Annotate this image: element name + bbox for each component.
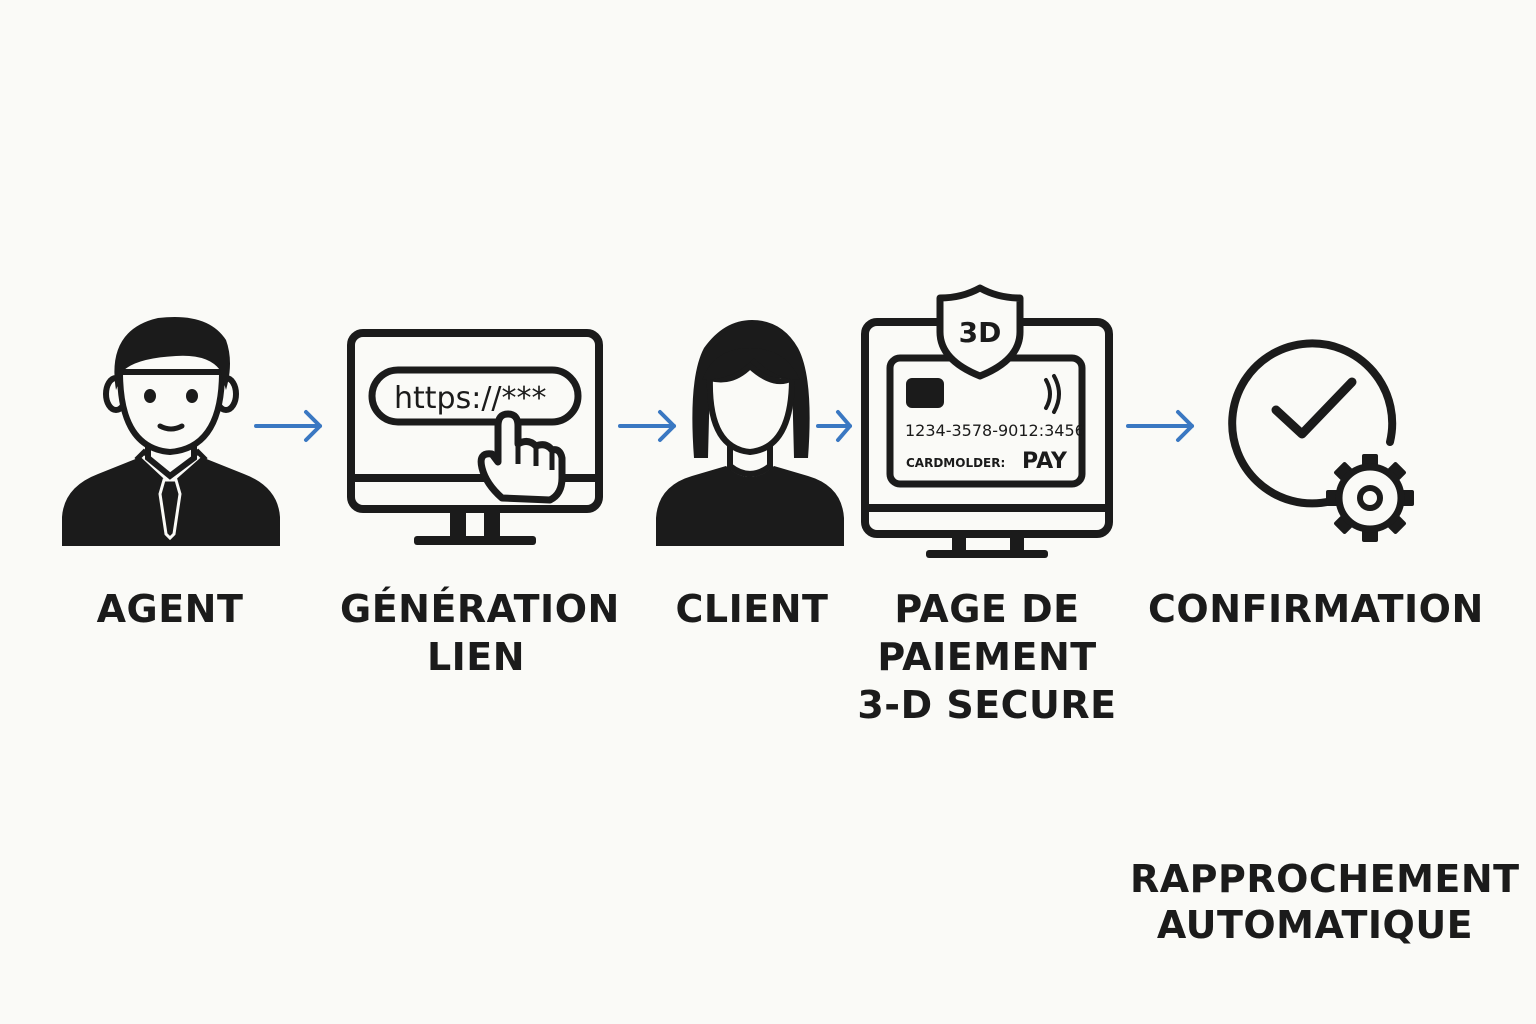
payment-page-icon: 1234-3578-9012:3456 CARDMOLDER: PAY 3D — [861, 284, 1113, 558]
arrow-right-icon — [816, 410, 852, 442]
client-icon — [656, 320, 844, 546]
step-label-page-paiement: PAGE DE PAIEMENT 3-D SECURE — [857, 587, 1117, 727]
step-label-confirmation: CONFIRMATION — [1148, 587, 1484, 631]
gear-icon — [1326, 454, 1414, 542]
step-label-agent: AGENT — [96, 587, 244, 631]
url-text: https://*** — [394, 381, 547, 416]
monitor-link-icon: https://*** — [347, 329, 603, 545]
arrow-right-icon — [618, 410, 676, 442]
step-label-generation-lien: GÉNÉRATION LIEN — [340, 587, 620, 679]
card-number-text: 1234-3578-9012:3456 — [905, 421, 1085, 440]
cardholder-label-text: CARDMOLDER: — [906, 456, 1005, 470]
confirmation-icon — [1228, 339, 1414, 542]
arrow-right-icon — [254, 410, 322, 442]
pay-label-text: PAY — [1022, 449, 1068, 474]
step-label-client: CLIENT — [675, 587, 829, 631]
arrow-right-icon — [1126, 410, 1194, 442]
3d-badge-text: 3D — [959, 316, 1002, 349]
agent-icon — [62, 316, 280, 546]
rapprochement-automatique-label: RAPPROCHEMENT AUTOMATIQUE — [1130, 857, 1520, 947]
